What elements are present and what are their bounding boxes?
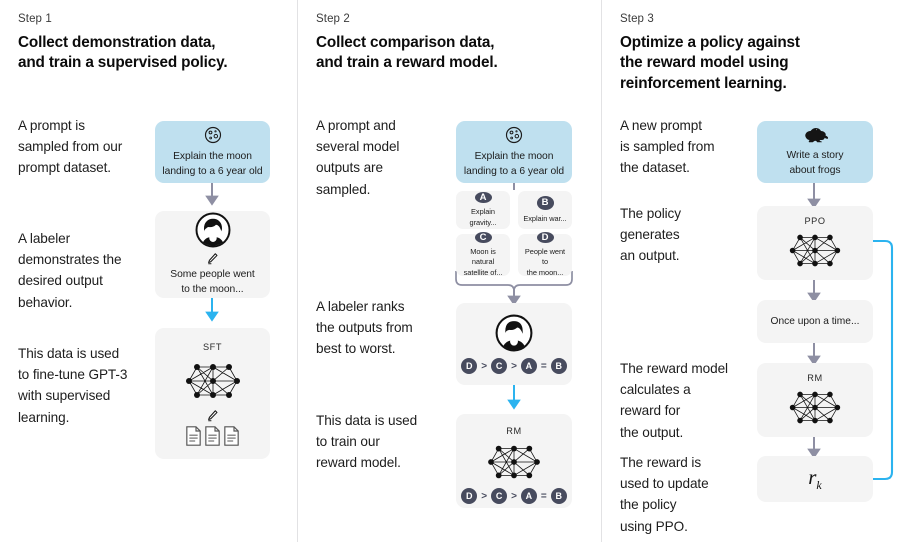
ranking-row-rm: D > C > A = B xyxy=(461,488,567,504)
rank-badge-4: B xyxy=(550,358,567,374)
rm-rank-badge-1: D xyxy=(461,488,478,504)
moon-icon xyxy=(504,125,524,145)
documents-icon xyxy=(185,426,240,446)
step-label-3: Step 3 xyxy=(620,13,654,25)
output-caption-a: Explain gravity... xyxy=(469,207,497,227)
paragraph-3-1: A new prompt is sampled from the dataset… xyxy=(620,118,715,176)
paragraph-2-1: A prompt and several model outputs are s… xyxy=(316,118,400,197)
output-card-d[interactable]: D People went to the moon... xyxy=(518,231,572,277)
pencil-icon xyxy=(205,251,220,266)
output-card-c[interactable]: C Moon is natural satellite of... xyxy=(456,231,510,277)
rank-op-3: = xyxy=(540,360,547,372)
pencil-icon xyxy=(205,408,220,423)
rank-badge-2: C xyxy=(491,358,508,374)
rm-model-card-col2[interactable]: RM D > C xyxy=(456,414,572,508)
labeler-avatar-icon xyxy=(495,314,533,352)
paragraph-1-2: A labeler demonstrates the desired outpu… xyxy=(18,231,122,310)
neural-network-icon xyxy=(787,228,843,273)
step-title-3: Optimize a policy against the reward mod… xyxy=(620,33,910,94)
output-letter-d: D xyxy=(536,231,554,243)
column-step-3: Step 3 Optimize a policy against the rew… xyxy=(601,0,914,542)
output-caption-b: Explain war... xyxy=(523,213,567,223)
step-label-2: Step 2 xyxy=(316,13,350,25)
prompt-card-1[interactable]: Explain the moon landing to a 6 year old xyxy=(155,121,270,183)
output-card-b[interactable]: B Explain war... xyxy=(518,191,572,229)
output-letter-c: C xyxy=(474,231,492,243)
step-label-1: Step 1 xyxy=(18,13,52,25)
step-title-3-line-3: reinforcement learning. xyxy=(620,74,787,92)
labeler-card-1[interactable]: Some people went to the moon... xyxy=(155,211,270,298)
step-title-1-line-2: and train a supervised policy. xyxy=(18,54,228,72)
step-title-2-line-1: Collect comparison data, xyxy=(316,34,495,51)
paragraph-2-3: This data is used to train our reward mo… xyxy=(316,413,418,471)
ranking-row-labeler: D > C > A = B xyxy=(461,358,567,374)
frog-icon xyxy=(802,125,829,143)
step-title-2: Collect comparison data, and train a rew… xyxy=(316,33,591,74)
paragraph-3-4: The reward is used to update the policy … xyxy=(620,455,709,534)
step-title-1: Collect demonstration data, and train a … xyxy=(18,33,288,74)
rm-rank-op-3: = xyxy=(540,490,547,502)
output-letter-b: B xyxy=(536,196,554,210)
step-title-2-line-2: and train a reward model. xyxy=(316,54,498,72)
rank-badge-1: D xyxy=(461,358,478,374)
ppo-model-title: PPO xyxy=(804,216,826,226)
column-step-1: Step 1 Collect demonstration data, and t… xyxy=(0,0,297,542)
paragraph-1-3: This data is used to fine-tune GPT-3 wit… xyxy=(18,346,128,425)
reward-value-card[interactable]: rk xyxy=(757,456,873,502)
reward-symbol: rk xyxy=(808,465,822,493)
labeler-avatar-icon xyxy=(195,212,231,248)
paragraph-2-2: A labeler ranks the outputs from best to… xyxy=(316,299,413,357)
rm-rank-badge-4: B xyxy=(550,488,567,504)
neural-network-icon xyxy=(787,385,843,430)
labeler-card-1-caption: Some people went to the moon... xyxy=(170,268,255,295)
paragraph-1-1: A prompt is sampled from our prompt data… xyxy=(18,118,123,176)
rm-model-title-col2: RM xyxy=(506,426,522,436)
labeler-ranking-card[interactable]: D > C > A = B xyxy=(456,303,572,385)
reward-symbol-subscript: k xyxy=(816,478,822,493)
column-step-2: Step 2 Collect comparison data, and trai… xyxy=(297,0,601,542)
step-title-3-line-1: Optimize a policy against xyxy=(620,34,800,51)
prompt-card-1-caption: Explain the moon landing to a 6 year old xyxy=(162,150,263,177)
rm-rank-badge-2: C xyxy=(491,488,508,504)
rm-rank-op-1: > xyxy=(481,490,488,502)
prompt-card-3[interactable]: Write a story about frogs xyxy=(757,121,873,183)
rm-rank-op-2: > xyxy=(511,490,517,502)
prompt-card-2[interactable]: Explain the moon landing to a 6 year old xyxy=(456,121,572,183)
generated-output-text: Once upon a time... xyxy=(770,316,860,327)
output-letter-a: A xyxy=(474,192,492,204)
ppo-model-card[interactable]: PPO xyxy=(757,206,873,280)
rank-badge-3: A xyxy=(520,358,537,374)
rank-op-2: > xyxy=(511,360,517,372)
paragraph-3-2: The policy generates an output. xyxy=(620,206,681,264)
step-title-3-line-2: the reward model using xyxy=(620,54,789,72)
rank-op-1: > xyxy=(481,360,488,372)
rm-model-title-col3: RM xyxy=(807,373,823,383)
output-caption-c: Moon is natural satellite of... xyxy=(463,246,503,277)
moon-icon xyxy=(203,125,223,145)
rm-rank-badge-3: A xyxy=(520,488,537,504)
paragraph-3-3: The reward model calculates a reward for… xyxy=(620,361,728,440)
reward-symbol-base: r xyxy=(808,464,817,489)
sft-model-card[interactable]: SFT xyxy=(155,328,270,459)
output-caption-d: People went to the moon... xyxy=(524,246,566,277)
output-card-a[interactable]: A Explain gravity... xyxy=(456,191,510,229)
generated-output-card[interactable]: Once upon a time... xyxy=(757,300,873,343)
neural-network-icon xyxy=(485,439,543,485)
sft-model-title: SFT xyxy=(202,342,222,352)
neural-network-icon xyxy=(183,357,243,405)
rm-model-card-col3[interactable]: RM xyxy=(757,363,873,437)
prompt-card-2-caption: Explain the moon landing to a 6 year old xyxy=(463,150,565,177)
step-title-1-line-1: Collect demonstration data, xyxy=(18,34,216,51)
prompt-card-3-caption: Write a story about frogs xyxy=(786,150,844,176)
